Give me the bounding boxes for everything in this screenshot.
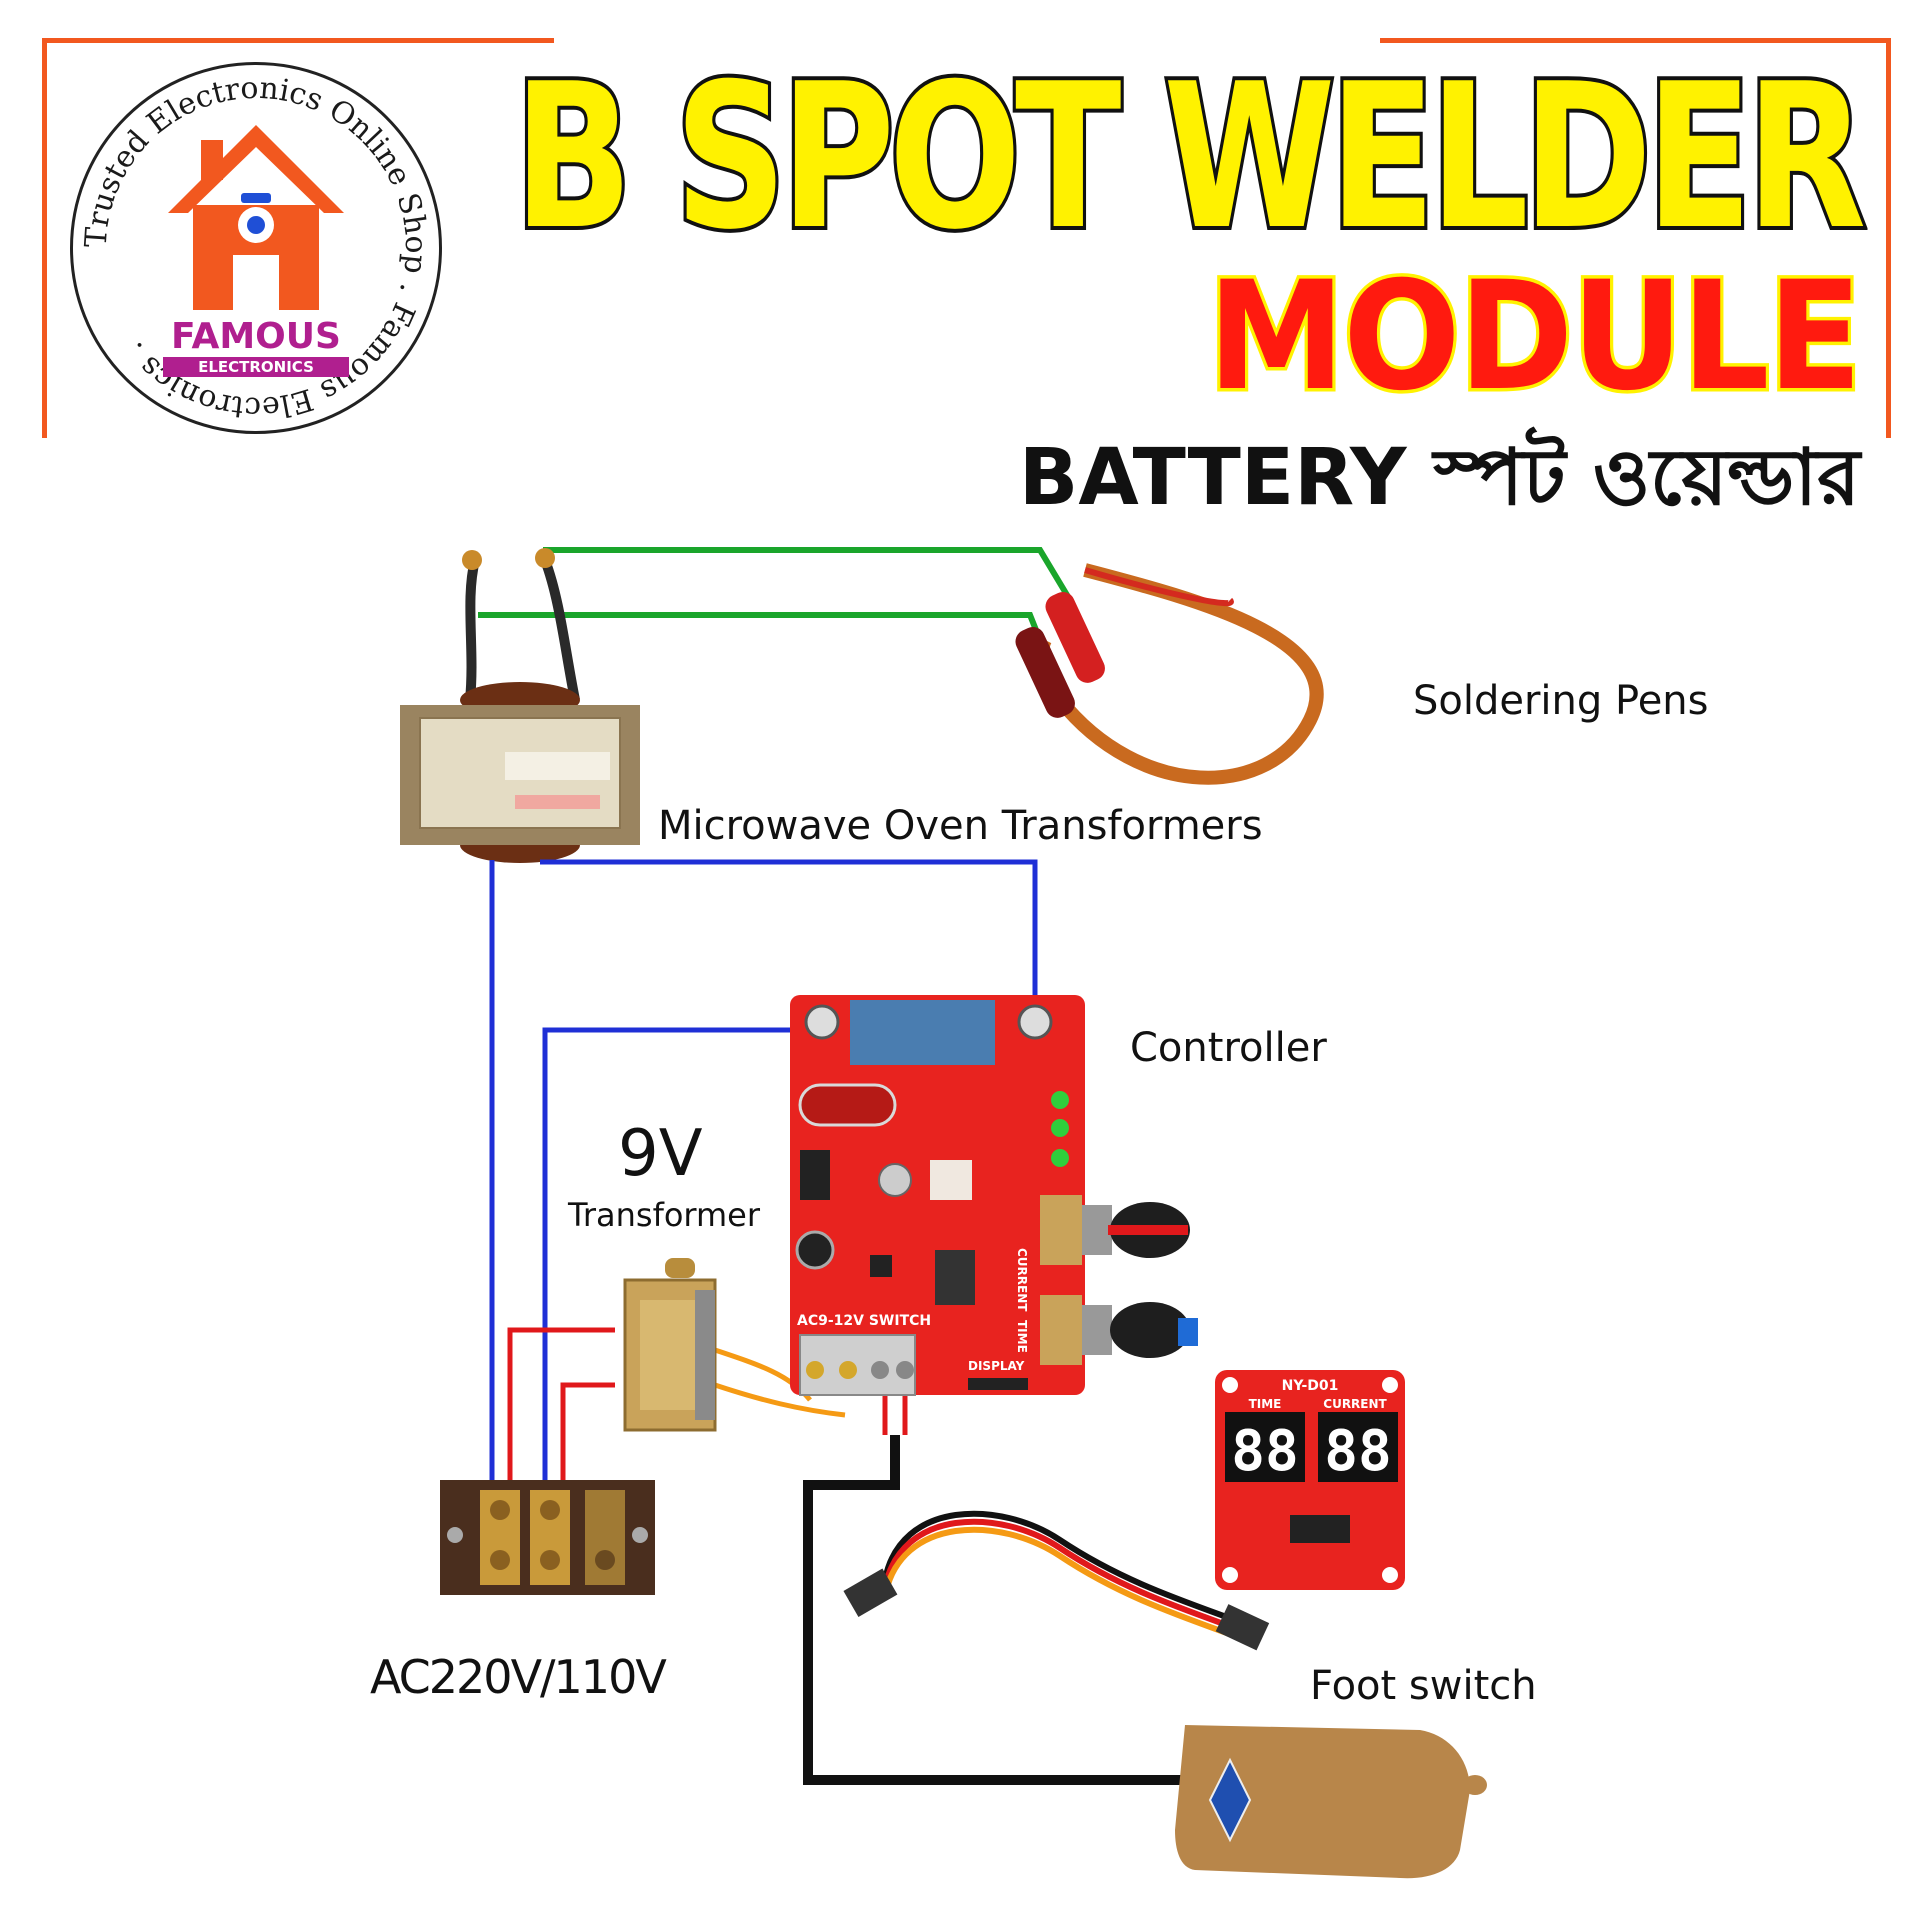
brand-name: FAMOUS [171, 316, 341, 357]
label-controller: Controller [1130, 1025, 1327, 1071]
pot-current-label: CURRENT [1015, 1248, 1029, 1312]
brand-tagline: ELECTRONICS [198, 358, 314, 376]
label-transformer: Transformer [568, 1196, 761, 1234]
current-knob [1040, 1195, 1190, 1265]
pot-time-label: TIME [1015, 1320, 1029, 1353]
red-wires [507, 1327, 908, 1490]
display-model: NY-D01 [1282, 1378, 1339, 1394]
display-port-label: DISPLAY [968, 1359, 1025, 1373]
microwave-transformer [400, 682, 640, 863]
controller-board: AC9-12V SWITCH CURRENT TIME DISPLAY [790, 995, 1085, 1396]
blue-wires [489, 859, 1038, 1490]
black-wire [803, 1435, 1185, 1785]
label-microwave-transformers: Microwave Oven Transformers [658, 803, 1263, 849]
ribbon-cable [843, 1510, 1270, 1651]
module-title: MODULE [1204, 250, 1865, 424]
frame-top-right [1380, 38, 1890, 43]
time-knob [1040, 1295, 1198, 1365]
terminal-label: AC9-12V SWITCH [797, 1313, 931, 1329]
display-time-label: TIME [1249, 1397, 1282, 1411]
terminal-block [440, 1480, 655, 1595]
frame-top-left [42, 38, 554, 43]
label-ac-input: AC220V/110V [370, 1650, 667, 1704]
soldering-pens [1015, 563, 1324, 785]
house-icon [168, 125, 344, 310]
display-time-value: 88 [1231, 1419, 1298, 1484]
frame-left [42, 38, 47, 438]
label-9v: 9V [618, 1117, 703, 1191]
brand-logo: Trusted Electronics Online Shop . Famous… [70, 62, 442, 434]
secondary-leads [465, 558, 580, 701]
display-current-label: CURRENT [1323, 1397, 1387, 1411]
page-subtitle: BATTERY স্পট ওয়েল্ডার [1018, 433, 1860, 523]
small-transformer [623, 1258, 717, 1432]
display-current-value: 88 [1324, 1419, 1391, 1484]
label-soldering-pens: Soldering Pens [1413, 678, 1709, 724]
display-module: NY-D01 TIME CURRENT 88 88 [1215, 1370, 1405, 1590]
frame-right [1886, 38, 1891, 438]
label-foot-switch: Foot switch [1310, 1663, 1537, 1709]
foot-switch-pedal [1175, 1725, 1487, 1879]
page-title: B SPOT WELDER [511, 41, 1870, 274]
